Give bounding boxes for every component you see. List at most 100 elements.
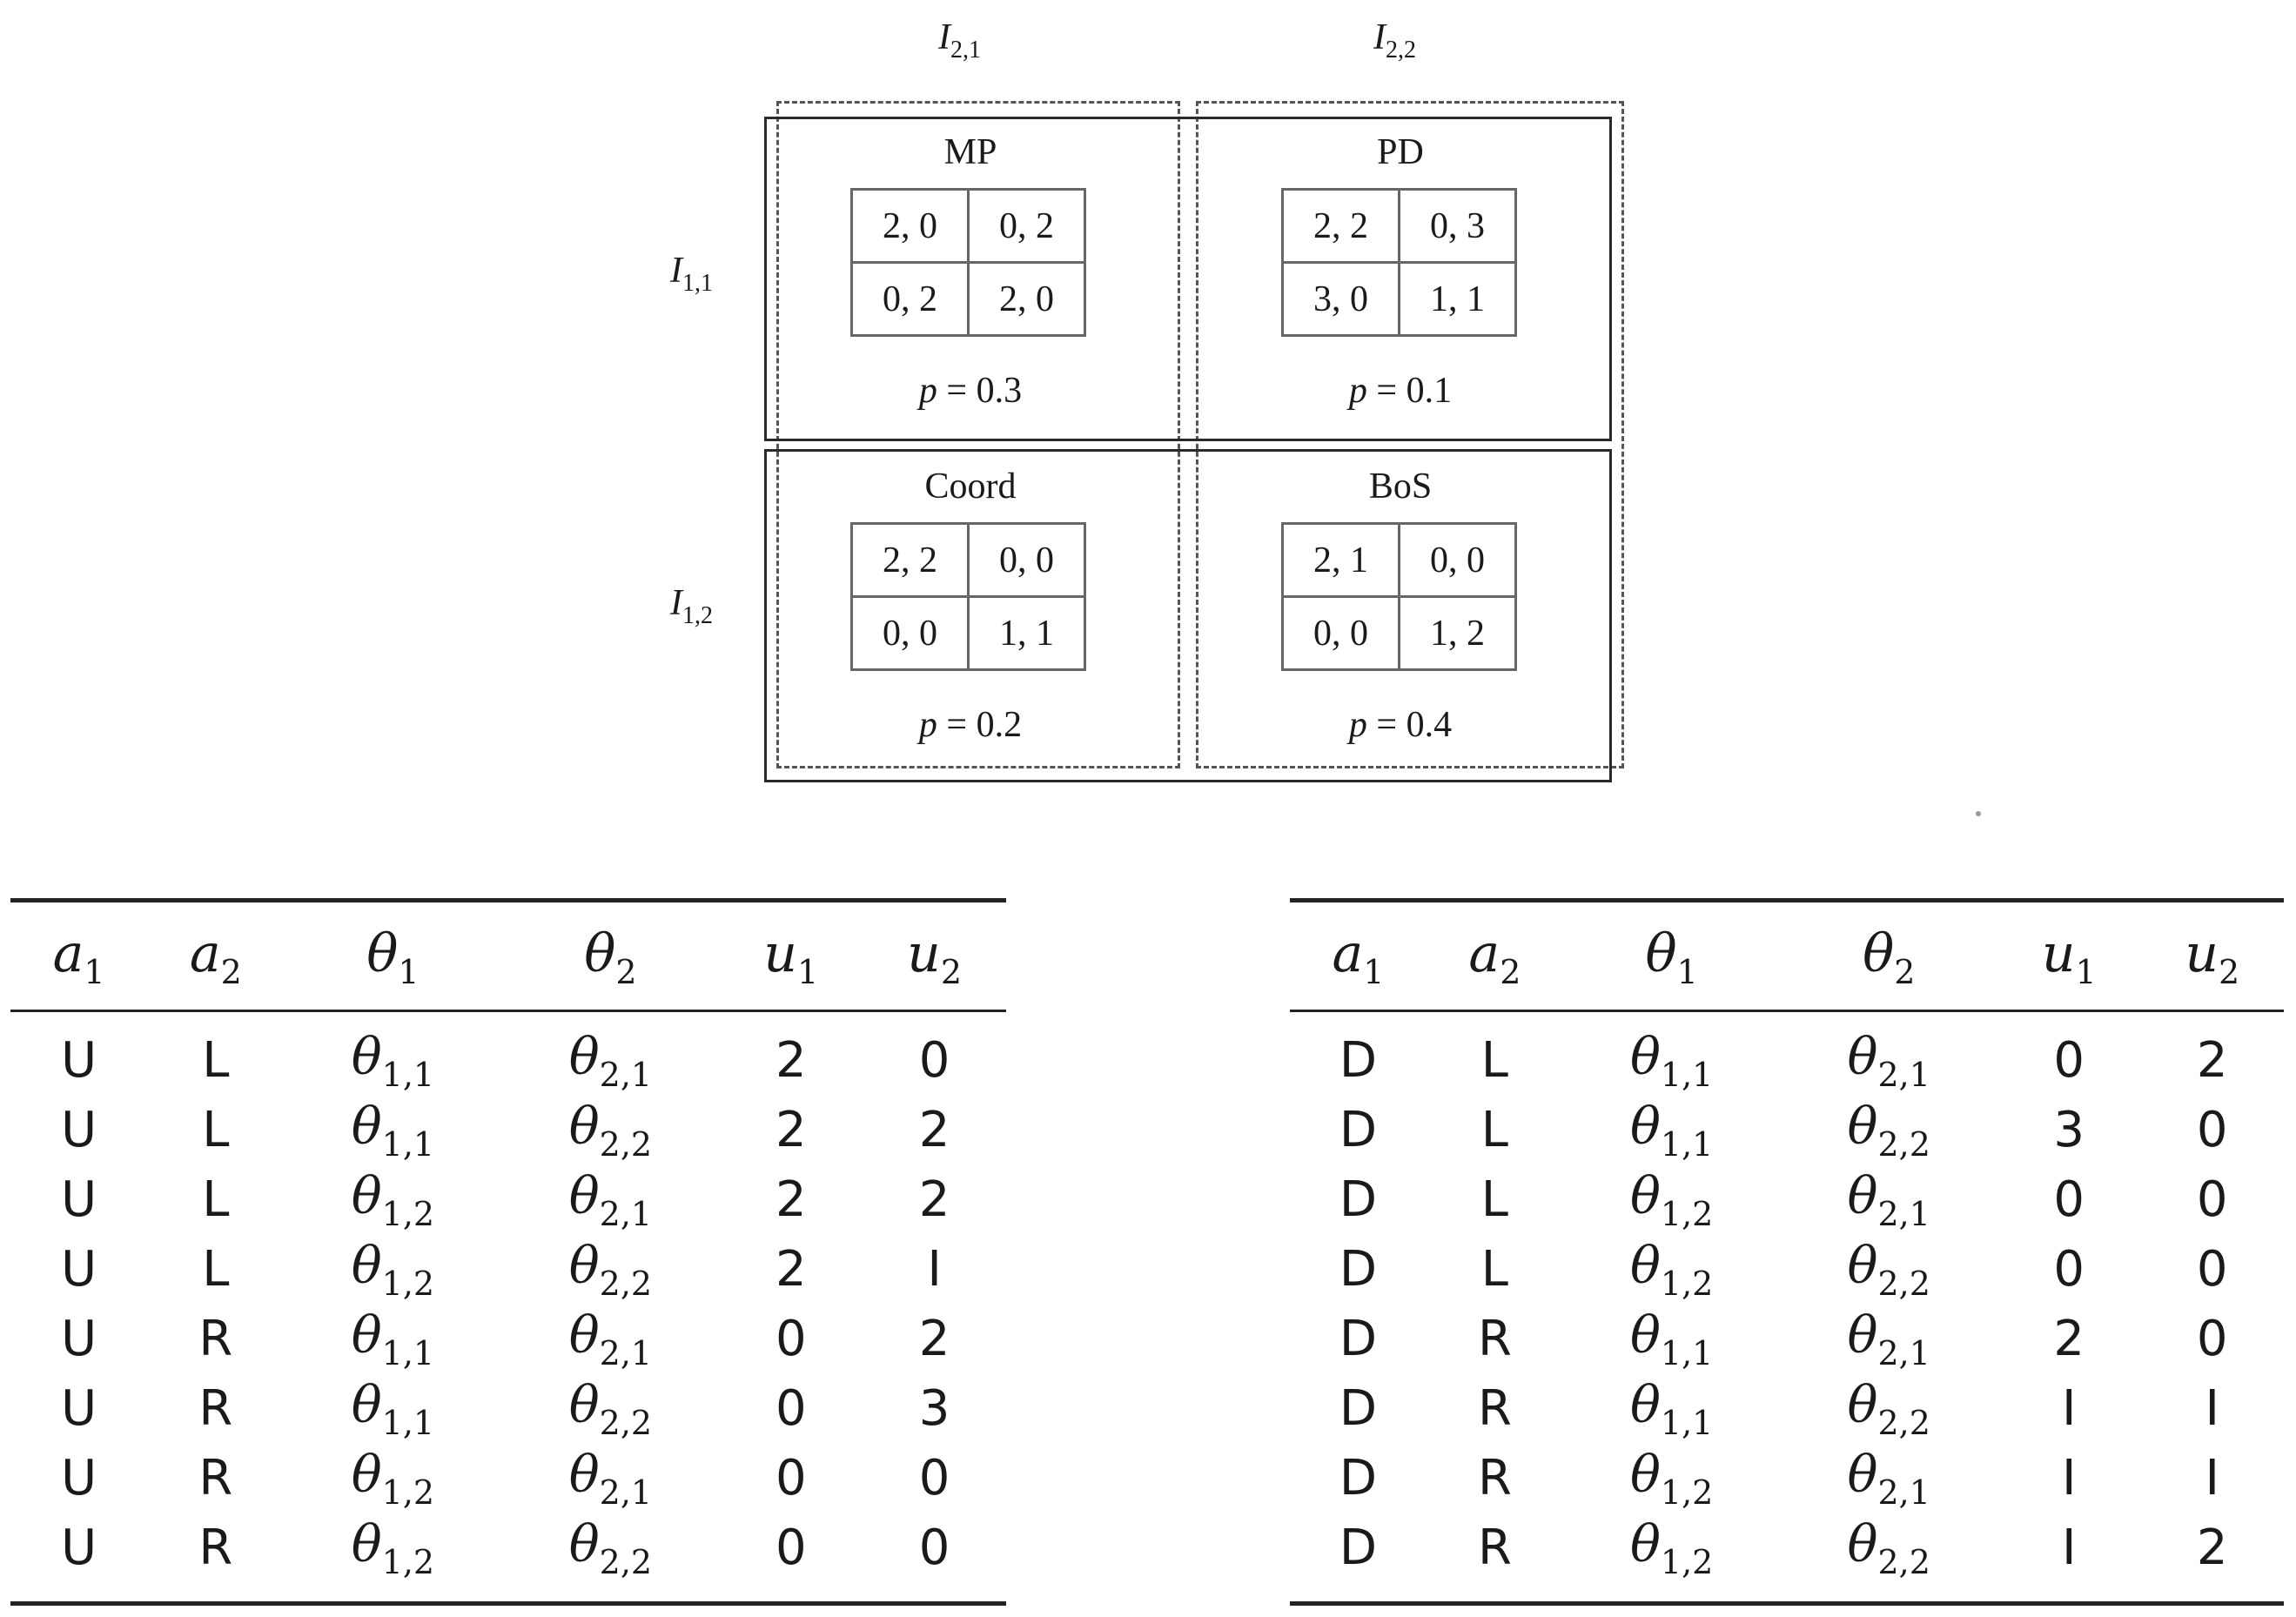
table-cell: 2 (775, 1031, 807, 1089)
table-cell: U (61, 1519, 97, 1576)
table-cell: θ1,2 (351, 1235, 435, 1303)
payoff-matrix: 2, 0 0, 2 0, 2 2, 0 (850, 188, 1086, 337)
game-title: PD (1377, 132, 1424, 172)
row-label-I11: I1,1 (670, 251, 713, 297)
right-table-header-rule (1290, 1010, 2284, 1012)
payoff-cell: 2, 0 (850, 188, 970, 264)
table-cell: 2 (918, 1171, 950, 1228)
table-cell: R (198, 1379, 233, 1437)
table-cell: 2 (2196, 1519, 2228, 1576)
table-cell: U (61, 1449, 97, 1506)
left-table-header-rule (10, 1010, 1006, 1012)
column-header: a2 (1468, 923, 1521, 991)
table-cell: R (1477, 1310, 1512, 1367)
column-header: θ2 (584, 923, 637, 991)
table-cell: 2 (918, 1310, 950, 1367)
row-info-set-box-1 (764, 117, 1612, 441)
table-cell: 2 (2053, 1310, 2085, 1367)
probability-label: p = 0.3 (918, 371, 1023, 411)
table-cell: θ1,2 (1629, 1235, 1714, 1303)
table-cell: θ1,1 (1629, 1026, 1714, 1094)
column-header: u2 (2185, 923, 2240, 991)
left-table-bottom-rule (10, 1601, 1006, 1606)
column-header: a2 (189, 923, 242, 991)
payoff-cell: 3, 0 (1281, 261, 1400, 337)
table-cell: D (1339, 1101, 1378, 1158)
table-cell: D (1339, 1379, 1378, 1437)
table-cell: I (2061, 1519, 2077, 1576)
table-cell: 3 (918, 1379, 950, 1437)
payoff-matrix: 2, 2 0, 0 0, 0 1, 1 (850, 522, 1086, 671)
column-label-I21: I2,1 (938, 17, 981, 64)
table-cell: D (1339, 1310, 1378, 1367)
table-cell: θ2,2 (568, 1235, 653, 1303)
table-cell: L (202, 1031, 230, 1089)
table-cell: 0 (918, 1519, 950, 1576)
payoff-cell: 0, 0 (967, 522, 1086, 598)
column-header: u1 (2041, 923, 2097, 991)
payoff-cell: 0, 2 (850, 261, 970, 337)
table-cell: 2 (775, 1171, 807, 1228)
table-cell: R (198, 1310, 233, 1367)
table-cell: θ2,2 (568, 1096, 653, 1164)
payoff-cell: 2, 0 (967, 261, 1086, 337)
table-cell: L (1480, 1101, 1508, 1158)
column-header: θ2 (1863, 923, 1916, 991)
table-cell: θ1,2 (351, 1513, 435, 1581)
table-cell: L (1480, 1240, 1508, 1298)
table-cell: 0 (2196, 1310, 2228, 1367)
row-label-I12: I1,2 (670, 583, 713, 629)
table-cell: L (1480, 1171, 1508, 1228)
table-cell: θ2,1 (568, 1165, 653, 1233)
table-cell: 2 (2196, 1031, 2228, 1089)
probability-label: p = 0.1 (1348, 371, 1453, 411)
table-cell: U (61, 1240, 97, 1298)
table-cell: L (1480, 1031, 1508, 1089)
table-cell: U (61, 1101, 97, 1158)
payoff-cell: 1, 1 (967, 595, 1086, 671)
table-cell: 2 (918, 1101, 950, 1158)
table-cell: θ2,2 (568, 1374, 653, 1442)
table-cell: 3 (2053, 1101, 2085, 1158)
left-table-top-rule (10, 898, 1006, 902)
stray-dot (1976, 811, 1981, 816)
payoff-cell: 2, 1 (1281, 522, 1400, 598)
table-cell: I (2205, 1379, 2219, 1437)
table-cell: θ1,2 (351, 1165, 435, 1233)
payoff-cell: 0, 0 (1398, 522, 1517, 598)
table-cell: R (1477, 1449, 1512, 1506)
table-cell: I (927, 1240, 942, 1298)
table-cell: 0 (918, 1031, 950, 1089)
table-cell: θ2,1 (1847, 1165, 1930, 1233)
table-cell: 0 (2053, 1240, 2085, 1298)
table-cell: θ2,1 (1847, 1026, 1930, 1094)
game-title: BoS (1368, 466, 1433, 507)
payoff-cell: 1, 1 (1398, 261, 1517, 337)
payoff-cell: 2, 2 (850, 522, 970, 598)
payoff-matrix: 2, 1 0, 0 0, 0 1, 2 (1281, 522, 1517, 671)
table-cell: θ1,1 (1629, 1096, 1714, 1164)
table-cell: D (1339, 1031, 1378, 1089)
payoff-matrix: 2, 2 0, 3 3, 0 1, 1 (1281, 188, 1517, 337)
column-header: θ1 (366, 923, 420, 991)
table-cell: L (202, 1101, 230, 1158)
table-cell: 0 (2196, 1101, 2228, 1158)
table-cell: 0 (2053, 1171, 2085, 1228)
probability-label: p = 0.4 (1348, 705, 1453, 745)
table-cell: θ2,1 (568, 1026, 653, 1094)
table-cell: θ1,1 (351, 1026, 435, 1094)
